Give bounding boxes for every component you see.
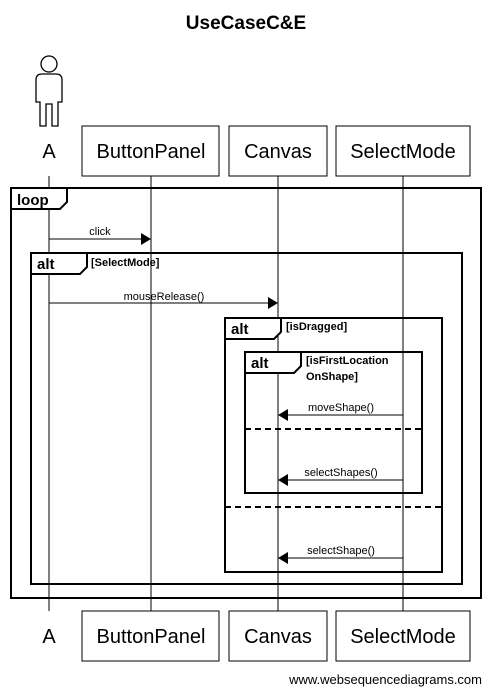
participant-label-canvas-bottom: Canvas (244, 626, 312, 648)
loop-label: loop (17, 192, 49, 209)
participant-box-canvas-bottom (228, 610, 328, 662)
alt-selectmode-tab (30, 252, 88, 275)
message-mouserelease-arrowhead (268, 297, 278, 309)
alt-isfirstlocation-label: alt (251, 355, 269, 372)
message-selectshapes-arrowhead (278, 474, 288, 486)
watermark-text: www.websequencediagrams.com (288, 672, 482, 687)
participant-box-selectmode-top (335, 125, 471, 177)
actor-label-top: A (42, 141, 56, 163)
alt-isfirstlocation-frame (244, 351, 423, 494)
message-selectshapes-label: selectShapes() (304, 467, 377, 479)
diagram-title: UseCaseC&E (186, 13, 306, 34)
participant-label-buttonpanel-top: ButtonPanel (97, 141, 206, 163)
alt-selectmode-frame (30, 252, 463, 585)
actor-icon (35, 55, 63, 127)
message-mouserelease-label: mouseRelease() (124, 291, 205, 303)
alt-isfirstlocation-guard-line2: OnShape] (306, 371, 358, 383)
alt-selectmode-guard: [SelectMode] (91, 257, 160, 269)
message-selectshape-arrowhead (278, 552, 288, 564)
alt-isdragged-label: alt (231, 321, 249, 338)
message-click-arrowhead (141, 233, 151, 245)
alt-isfirstlocation-tab (244, 351, 302, 374)
participant-label-canvas-top: Canvas (244, 141, 312, 163)
loop-frame-tab (10, 187, 68, 210)
alt-isdragged-guard: [isDragged] (286, 321, 347, 333)
participant-box-buttonpanel-top (81, 125, 220, 177)
alt-isdragged-tab (224, 317, 282, 340)
participant-label-buttonpanel-bottom: ButtonPanel (97, 626, 206, 648)
participant-box-canvas-top (228, 125, 328, 177)
message-selectshape-label: selectShape() (307, 545, 375, 557)
participant-box-buttonpanel-bottom (81, 610, 220, 662)
alt-isfirstlocation-guard-line1: [isFirstLocation (306, 355, 389, 367)
message-click-label: click (89, 226, 111, 238)
loop-frame (10, 187, 482, 599)
message-moveshape-label: moveShape() (308, 402, 374, 414)
participant-label-selectmode-bottom: SelectMode (350, 626, 456, 648)
participant-label-selectmode-top: SelectMode (350, 141, 456, 163)
actor-label-bottom: A (42, 626, 56, 648)
alt-isdragged-frame (224, 317, 443, 573)
alt-selectmode-label: alt (37, 256, 55, 273)
message-moveshape-arrowhead (278, 409, 288, 421)
participant-box-selectmode-bottom (335, 610, 471, 662)
